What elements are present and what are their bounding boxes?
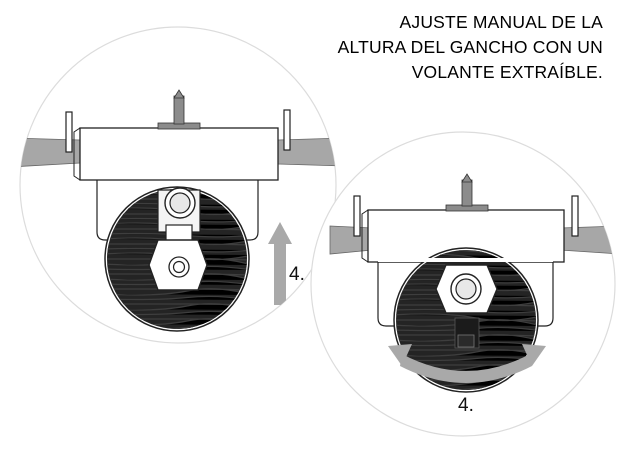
right-hook-pin: [461, 179, 473, 207]
caption-line-1: AJUSTE MANUAL DE LA: [399, 12, 603, 32]
left-post: [65, 111, 73, 153]
right-step-label: 4.: [458, 395, 474, 416]
right-rail: [329, 225, 373, 255]
left-step-label: 4.: [289, 264, 305, 285]
caption-line-2: ALTURA DEL GANCHO CON UN: [337, 37, 603, 57]
right-detail: 4.: [310, 131, 616, 437]
caption: AJUSTE MANUAL DE LA ALTURA DEL GANCHO CO…: [338, 10, 603, 85]
left-plate: [79, 127, 279, 181]
rotation-arrow: [400, 354, 532, 383]
up-arrow: [268, 222, 292, 305]
left-hook-pin: [173, 95, 185, 125]
left-detail: 4.: [19, 26, 337, 344]
caption-line-3: VOLANTE EXTRAÍBLE.: [411, 62, 603, 82]
